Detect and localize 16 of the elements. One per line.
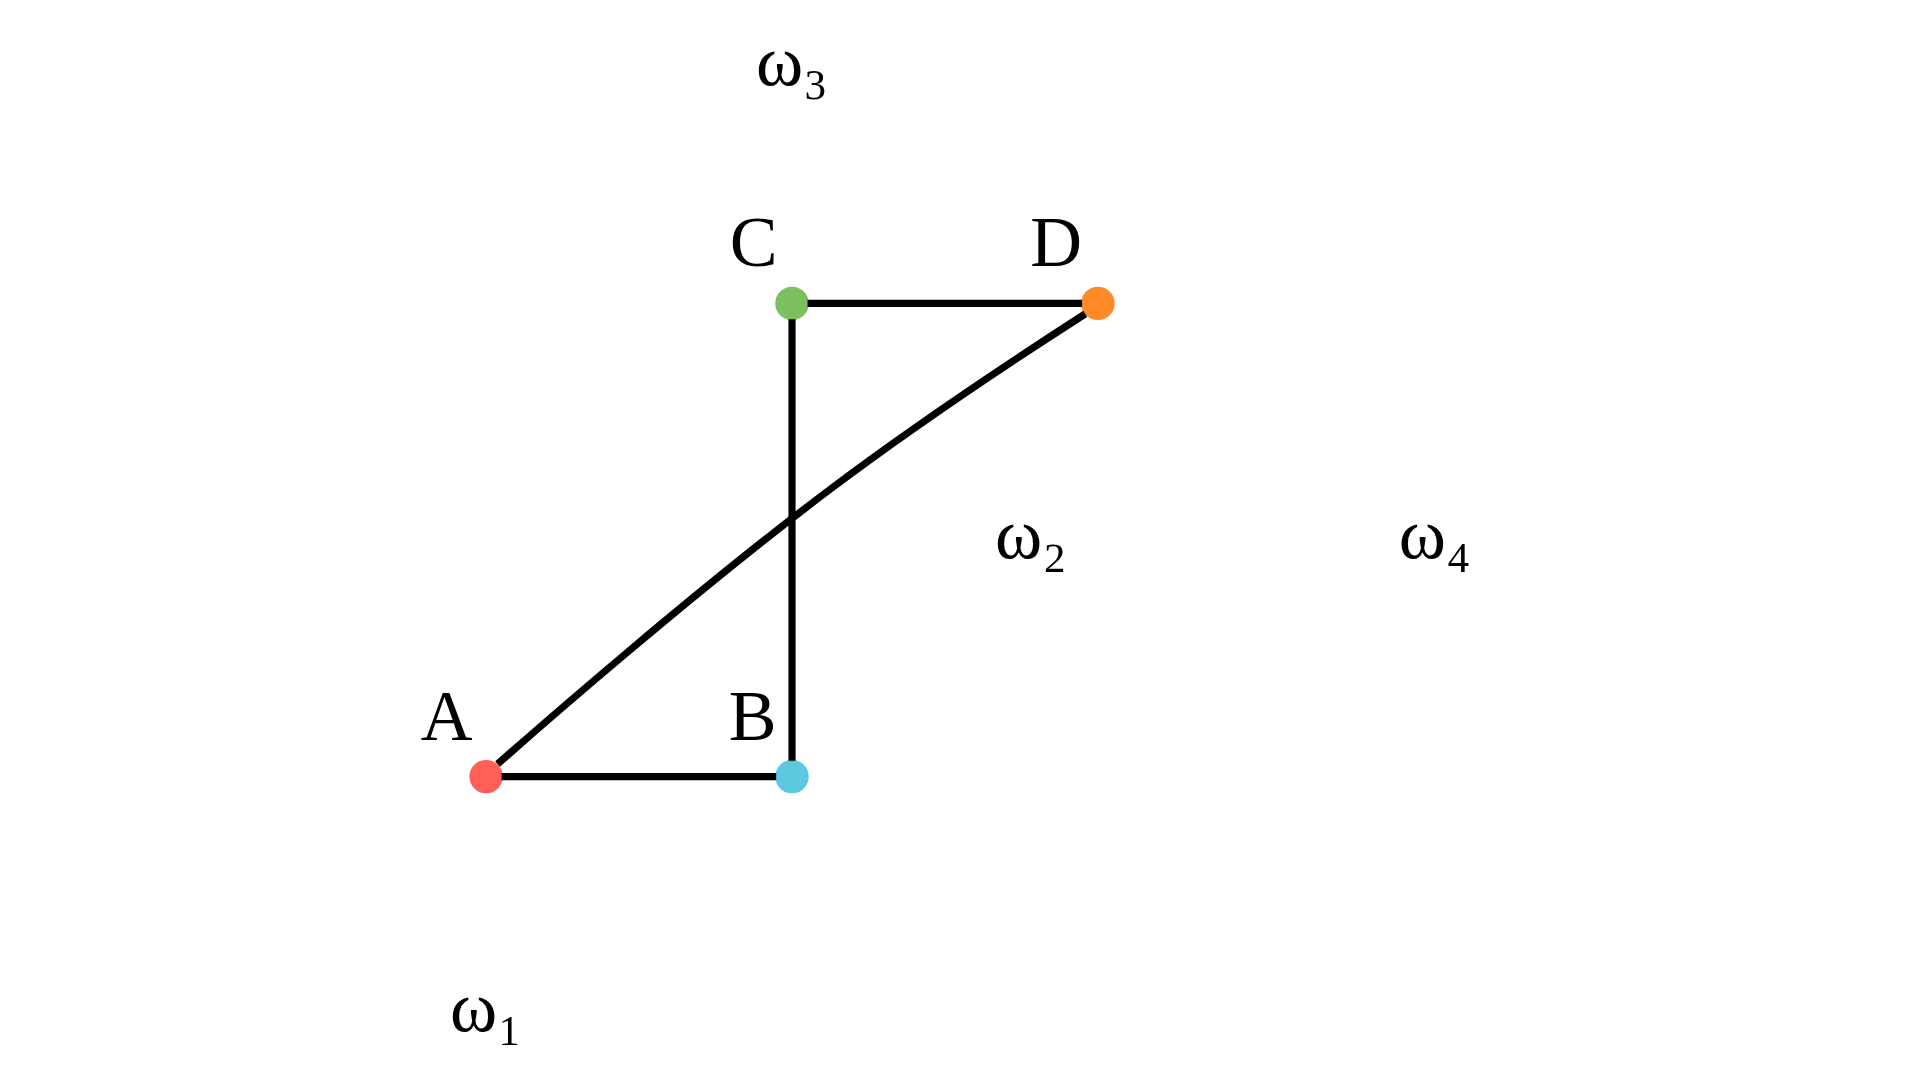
node-circle bbox=[774, 759, 809, 794]
node-circle bbox=[1080, 286, 1115, 321]
connector bbox=[807, 299, 1082, 307]
node-label: A bbox=[420, 675, 473, 756]
node-circle bbox=[468, 759, 503, 794]
connector bbox=[787, 319, 796, 761]
connector bbox=[501, 773, 776, 781]
node-circle bbox=[774, 286, 809, 321]
label: ω₂ bbox=[994, 493, 1067, 574]
node-label: C bbox=[729, 202, 778, 283]
label: ω₁ bbox=[449, 967, 522, 1048]
label: ω₃ bbox=[755, 20, 828, 101]
node-label: D bbox=[1029, 202, 1082, 283]
label: ω₄ bbox=[1398, 493, 1471, 574]
node-label: B bbox=[728, 675, 776, 756]
connector bbox=[494, 310, 1087, 767]
